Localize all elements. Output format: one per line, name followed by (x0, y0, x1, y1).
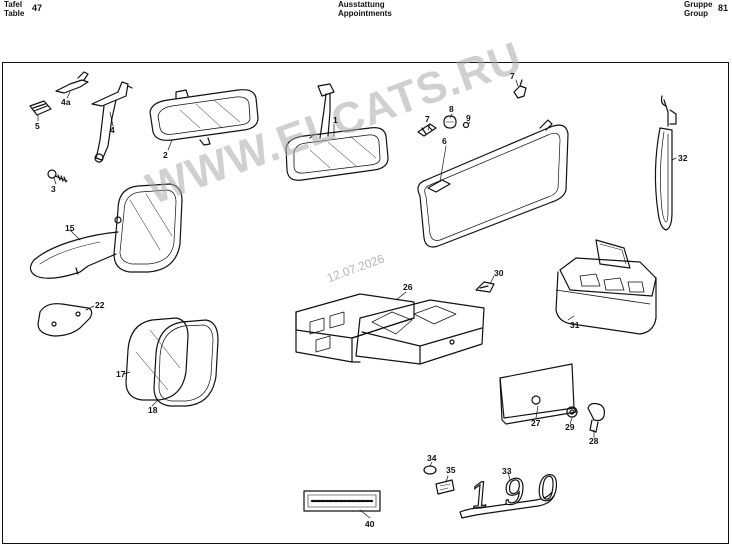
mirror-arm-part-4 (91, 81, 133, 163)
part-label-8: 8 (449, 104, 454, 114)
gruppe-text: Gruppe (684, 0, 713, 9)
table-label: Tafel Table 47 (4, 0, 42, 18)
part-label-6: 6 (442, 136, 447, 146)
section-title-en: Appointments (338, 9, 392, 18)
part-label-15: 15 (65, 223, 75, 233)
part-label-28: 28 (589, 436, 599, 446)
part-label-4a: 4a (61, 97, 71, 107)
group-text: Group (684, 9, 708, 18)
part-label-40: 40 (365, 519, 375, 529)
part-label-32: 32 (678, 153, 688, 163)
ashtray-part-26 (295, 293, 485, 365)
mirror-glass-part-17 (125, 317, 189, 401)
strap-part-32 (654, 95, 677, 231)
part-label-35: 35 (446, 465, 456, 475)
part-label-3: 3 (51, 184, 56, 194)
plate-part-40 (303, 490, 381, 512)
part-label-5: 5 (35, 121, 40, 131)
glovebox-lid-part-27 (499, 363, 577, 425)
console-box-part-31 (555, 239, 657, 335)
part-label-4: 4 (110, 125, 115, 135)
part-label-30: 30 (494, 268, 504, 278)
group-label: Gruppe Group 81 (684, 0, 728, 18)
part-label-31: 31 (570, 320, 580, 330)
sun-visor-part-6 (417, 119, 569, 248)
part-label-18: 18 (148, 405, 158, 415)
mirror-glass-part-18 (153, 319, 219, 407)
badge-part-33 (459, 491, 555, 519)
washer-part-34 (423, 465, 437, 475)
knob-part-28 (587, 402, 605, 433)
table-number: 47 (32, 3, 43, 13)
part-label-22: 22 (95, 300, 105, 310)
tafel-text: Tafel (4, 0, 23, 9)
clip-part-5 (29, 100, 52, 116)
part-label-7: 7 (425, 114, 430, 124)
leader-lines (37, 79, 677, 519)
table-text: Table (4, 9, 25, 18)
exterior-mirror-part-15 (29, 183, 183, 279)
part-label-34: 34 (427, 453, 437, 463)
group-number: 81 (718, 3, 729, 13)
gasket-part-22 (37, 303, 93, 337)
emblem-part-35 (435, 479, 455, 495)
clip-part-7-top (513, 79, 527, 99)
bracket-part-4a (55, 71, 89, 94)
fittings-part-7-8-9 (417, 115, 470, 137)
screw-part-3 (47, 169, 68, 183)
part-label-2: 2 (163, 150, 168, 160)
part-label-33: 33 (502, 466, 512, 476)
grommet-part-29 (566, 406, 578, 418)
part-label-9: 9 (466, 113, 471, 123)
diagram-frame (2, 62, 729, 544)
part-label-7-top: 7 (510, 71, 515, 81)
interior-mirror-part-2 (149, 89, 259, 146)
part-label-27: 27 (531, 418, 541, 428)
part-label-26: 26 (403, 282, 413, 292)
clip-part-30 (475, 281, 495, 293)
interior-mirror-part-1 (285, 83, 389, 181)
section-title: Ausstattung Appointments (338, 0, 392, 18)
part-label-1: 1 (333, 115, 338, 125)
part-label-17: 17 (116, 369, 126, 379)
section-title-de: Ausstattung (338, 0, 385, 9)
part-label-29: 29 (565, 422, 575, 432)
